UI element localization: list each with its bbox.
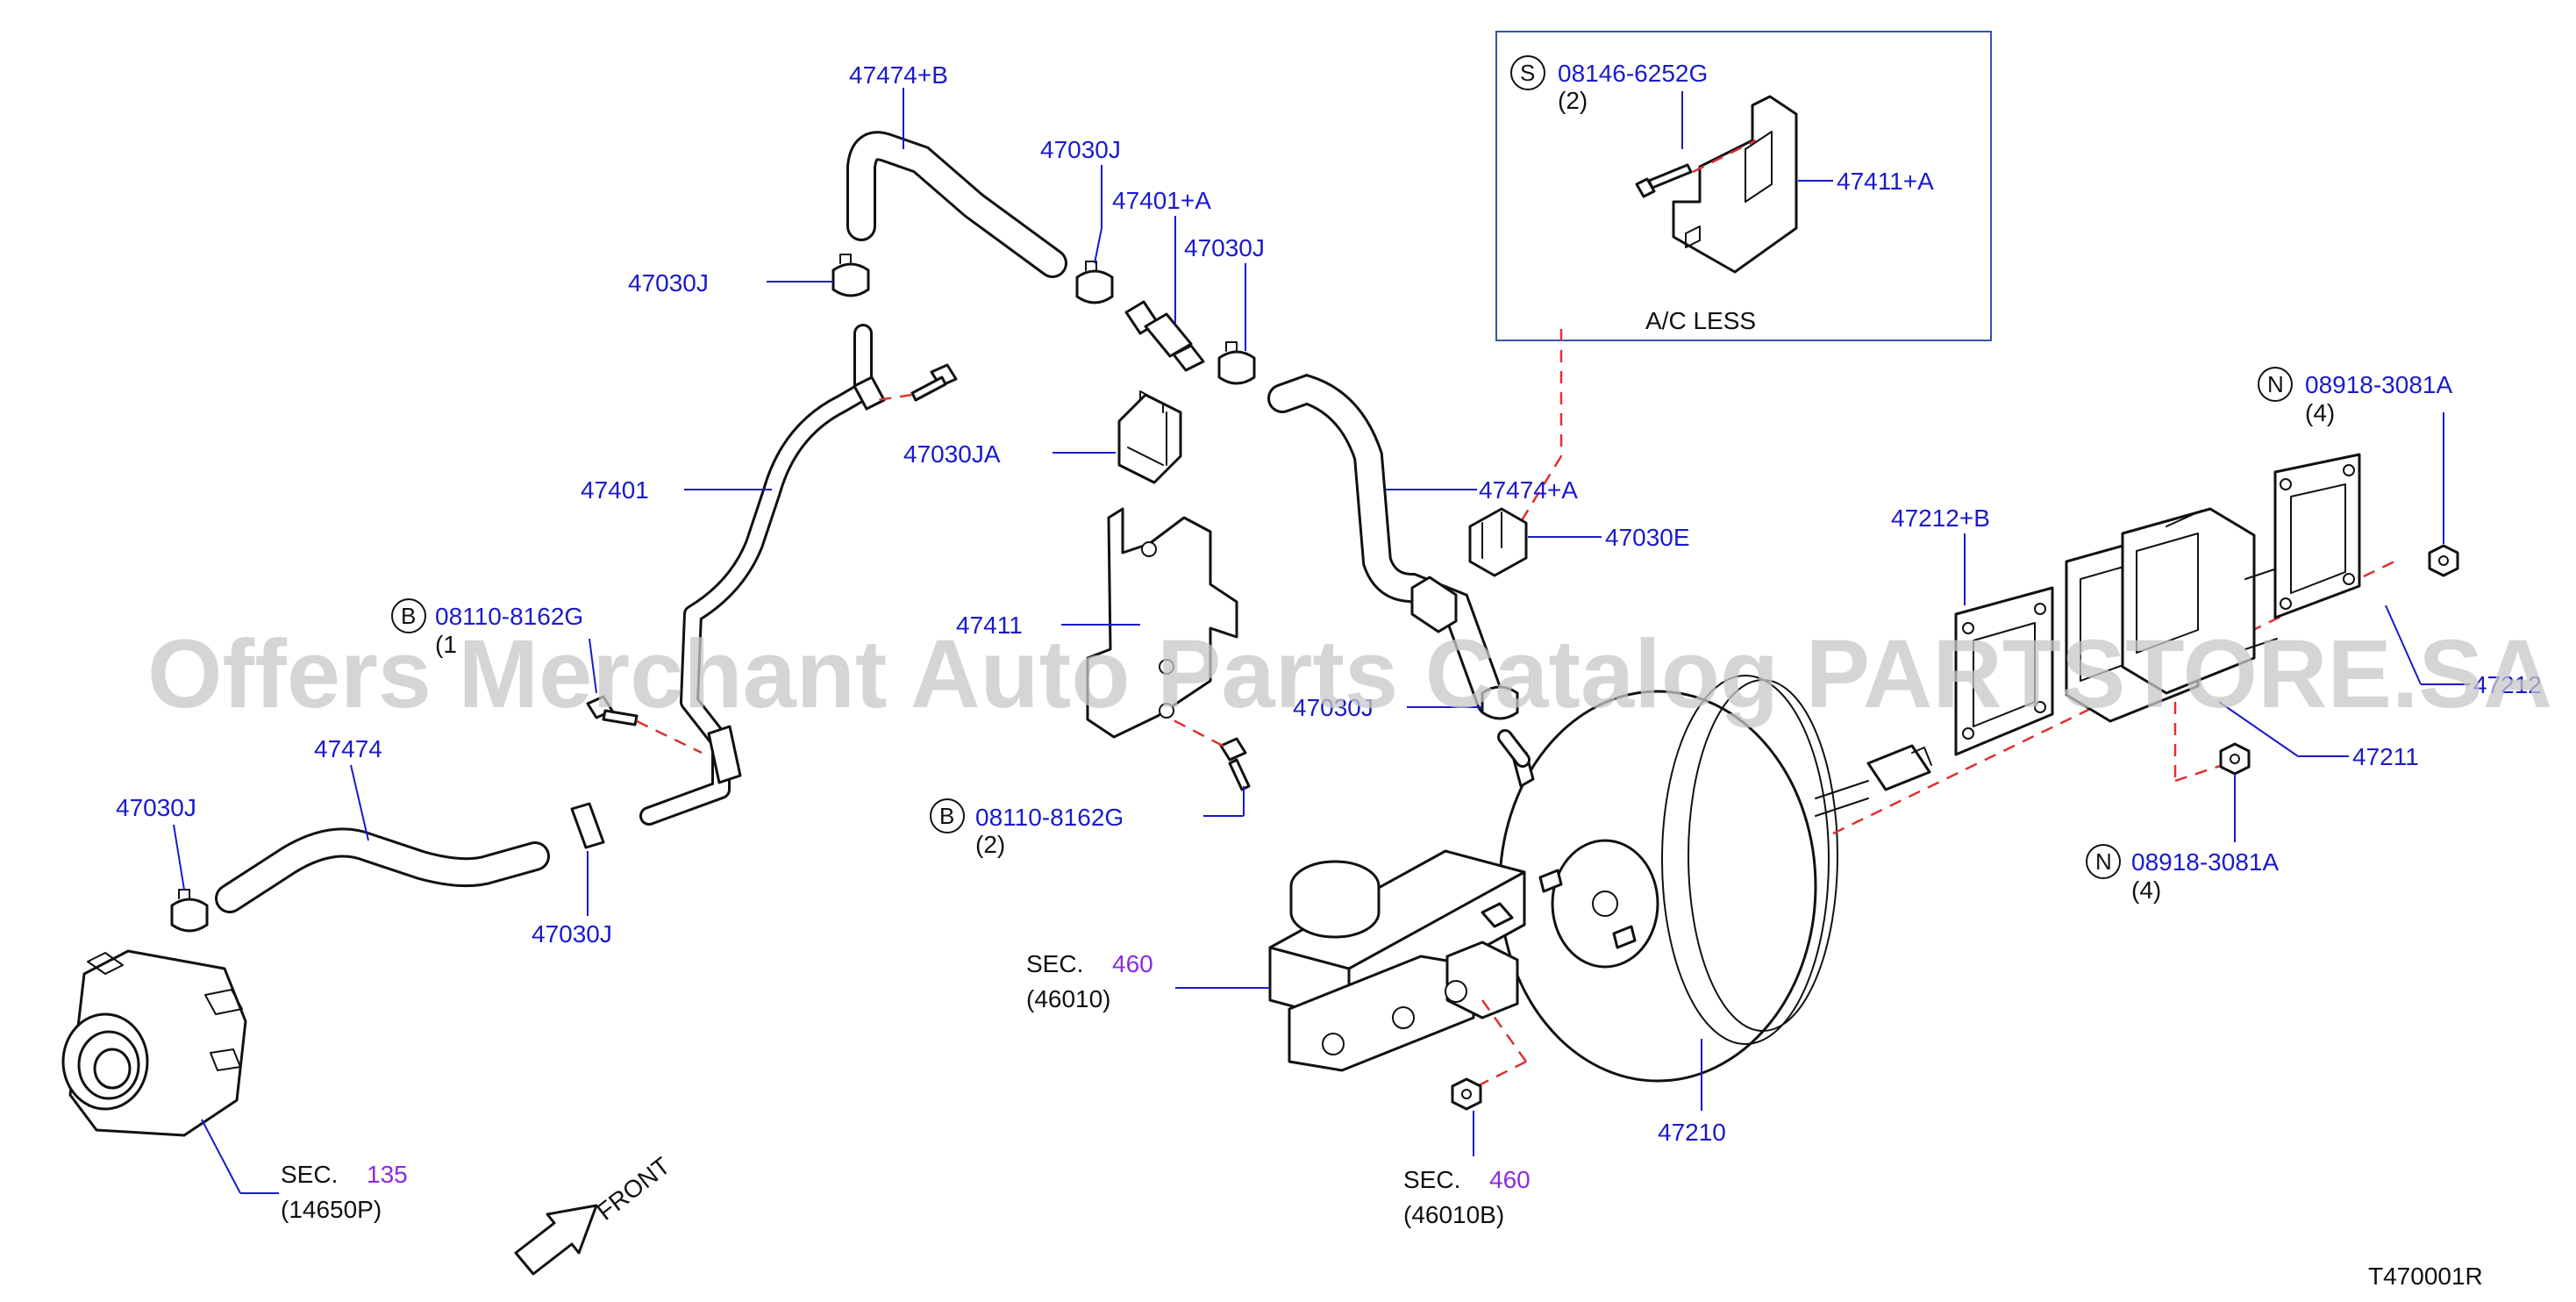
label-valve-47030e[interactable]: 47030E	[1605, 524, 1690, 551]
sec-mc-prefix: SEC.	[1026, 950, 1083, 977]
label-clamp-47030j-3[interactable]: 47030J	[1184, 234, 1265, 261]
inset-bolt-number[interactable]: 08146-6252G	[1558, 60, 1708, 87]
sec-mc2-prefix: SEC.	[1403, 1166, 1460, 1193]
hose-47474	[215, 827, 550, 913]
label-nut-n1[interactable]: 08918-3081A	[2305, 371, 2452, 398]
label-clamp-47030j-2[interactable]: 47030J	[1040, 136, 1121, 163]
nut-n2-icon	[2219, 742, 2251, 776]
sec-pump-prefix: SEC.	[281, 1161, 338, 1188]
clamp-47030j-5-icon	[170, 889, 209, 933]
nut-n1-qty: (4)	[2305, 399, 2335, 426]
label-gasket-47212[interactable]: 47212	[2473, 671, 2542, 698]
master-cylinder-icon	[1268, 849, 1526, 1072]
nut-n1-badge	[2258, 367, 2293, 402]
label-bracket-47411[interactable]: 47411	[956, 612, 1023, 639]
connector-47401-a-icon	[1124, 300, 1205, 372]
inset-bolt-icon	[1635, 163, 1693, 198]
hose-47474-b	[846, 131, 1067, 278]
label-hose-47474-b[interactable]: 47474+B	[849, 61, 948, 89]
clamp-47030j-3-icon	[1217, 341, 1256, 385]
clip-47030ja-icon	[1117, 390, 1182, 484]
vacuum-pump-icon	[61, 949, 247, 1137]
label-clamp-47030j-4[interactable]: 47030J	[532, 920, 612, 948]
bolt-b1-qty: (1	[435, 631, 457, 658]
sec-pump-num[interactable]: 135	[367, 1161, 408, 1188]
clamp-47030j-6-icon	[1481, 685, 1519, 720]
nut-n2-qty: (4)	[2131, 876, 2161, 904]
label-nut-n2[interactable]: 08918-3081A	[2131, 848, 2279, 876]
bolt-b1-badge	[391, 598, 426, 633]
label-tube-47401[interactable]: 47401	[581, 476, 649, 504]
sec-mc-part: (46010)	[1026, 985, 1111, 1012]
label-booster-47210[interactable]: 47210	[1658, 1119, 1726, 1146]
inset-caption: A/C LESS	[1645, 307, 1756, 334]
bolt-b1-prefix: B	[401, 603, 416, 629]
spacer-47211-icon	[2065, 507, 2278, 723]
diagram-code: T470001R	[2368, 1263, 2483, 1290]
inset-bolt-s-badge	[1510, 55, 1545, 90]
gasket-47212-b-icon	[1954, 586, 2054, 756]
label-gasket-47212-b[interactable]: 47212+B	[1891, 504, 1990, 532]
bolt-b2-qty: (2)	[975, 831, 1005, 858]
bolt-b2-badge	[930, 798, 965, 833]
bolt-b1-icon	[586, 695, 639, 726]
nut-n1-prefix: N	[2267, 371, 2284, 397]
clamp-47030j-2-icon	[1075, 261, 1114, 304]
check-valve-47030e-icon	[1468, 507, 1528, 577]
label-hose-47474-a[interactable]: 47474+A	[1479, 476, 1578, 504]
bolt-b2-prefix: B	[939, 803, 954, 829]
inset-ac-less: S 08146-6252G (2) 47411+A A/C LESS	[1495, 31, 1992, 341]
nut-n2-prefix: N	[2095, 848, 2112, 875]
hose-47474-a	[1267, 374, 1506, 717]
bolt-b2-icon	[1219, 737, 1251, 791]
label-bolt-b1[interactable]: 08110-8162G	[435, 603, 583, 630]
inset-bracket-label[interactable]: 47411+A	[1837, 168, 1934, 195]
clamp-47030j-4-icon	[570, 802, 605, 849]
clamp-47030j-1-icon	[831, 254, 870, 297]
master-cylinder-nut-icon	[1451, 1077, 1482, 1111]
watermark: Offers Merchant Auto Parts Catalog PARTS…	[147, 620, 2552, 728]
nut-n2-badge	[2086, 844, 2121, 879]
inset-bolt-prefix: S	[1520, 60, 1535, 86]
sec-mc-num[interactable]: 460	[1112, 950, 1153, 977]
bolt-near-tube-icon	[910, 363, 958, 402]
label-hose-47474[interactable]: 47474	[314, 735, 382, 762]
tube-47401	[639, 324, 886, 826]
label-clip-47030ja[interactable]: 47030JA	[903, 440, 1001, 468]
bracket-47411-icon	[1086, 507, 1238, 739]
label-bolt-b2[interactable]: 08110-8162G	[975, 804, 1124, 831]
label-clamp-47030j-5[interactable]: 47030J	[116, 794, 196, 821]
gasket-47212-icon	[2273, 453, 2361, 619]
label-clamp-47030j-6[interactable]: 47030J	[1293, 694, 1374, 721]
label-spacer-47211[interactable]: 47211	[2352, 743, 2419, 770]
inset-bracket-icon	[1672, 95, 1798, 274]
nut-n1-icon	[2428, 544, 2459, 577]
inset-bolt-qty: (2)	[1558, 87, 1588, 114]
label-clamp-47030j-1[interactable]: 47030J	[628, 269, 709, 297]
sec-mc2-part: (46010B)	[1403, 1201, 1504, 1228]
sec-mc2-num[interactable]: 460	[1489, 1166, 1531, 1193]
label-connector-47401-a[interactable]: 47401+A	[1112, 187, 1211, 214]
front-arrow-icon	[514, 1204, 598, 1276]
front-label: FRONT	[592, 1152, 675, 1226]
brake-booster-icon	[1497, 675, 1932, 1083]
sec-pump-part: (14650P)	[281, 1196, 382, 1223]
